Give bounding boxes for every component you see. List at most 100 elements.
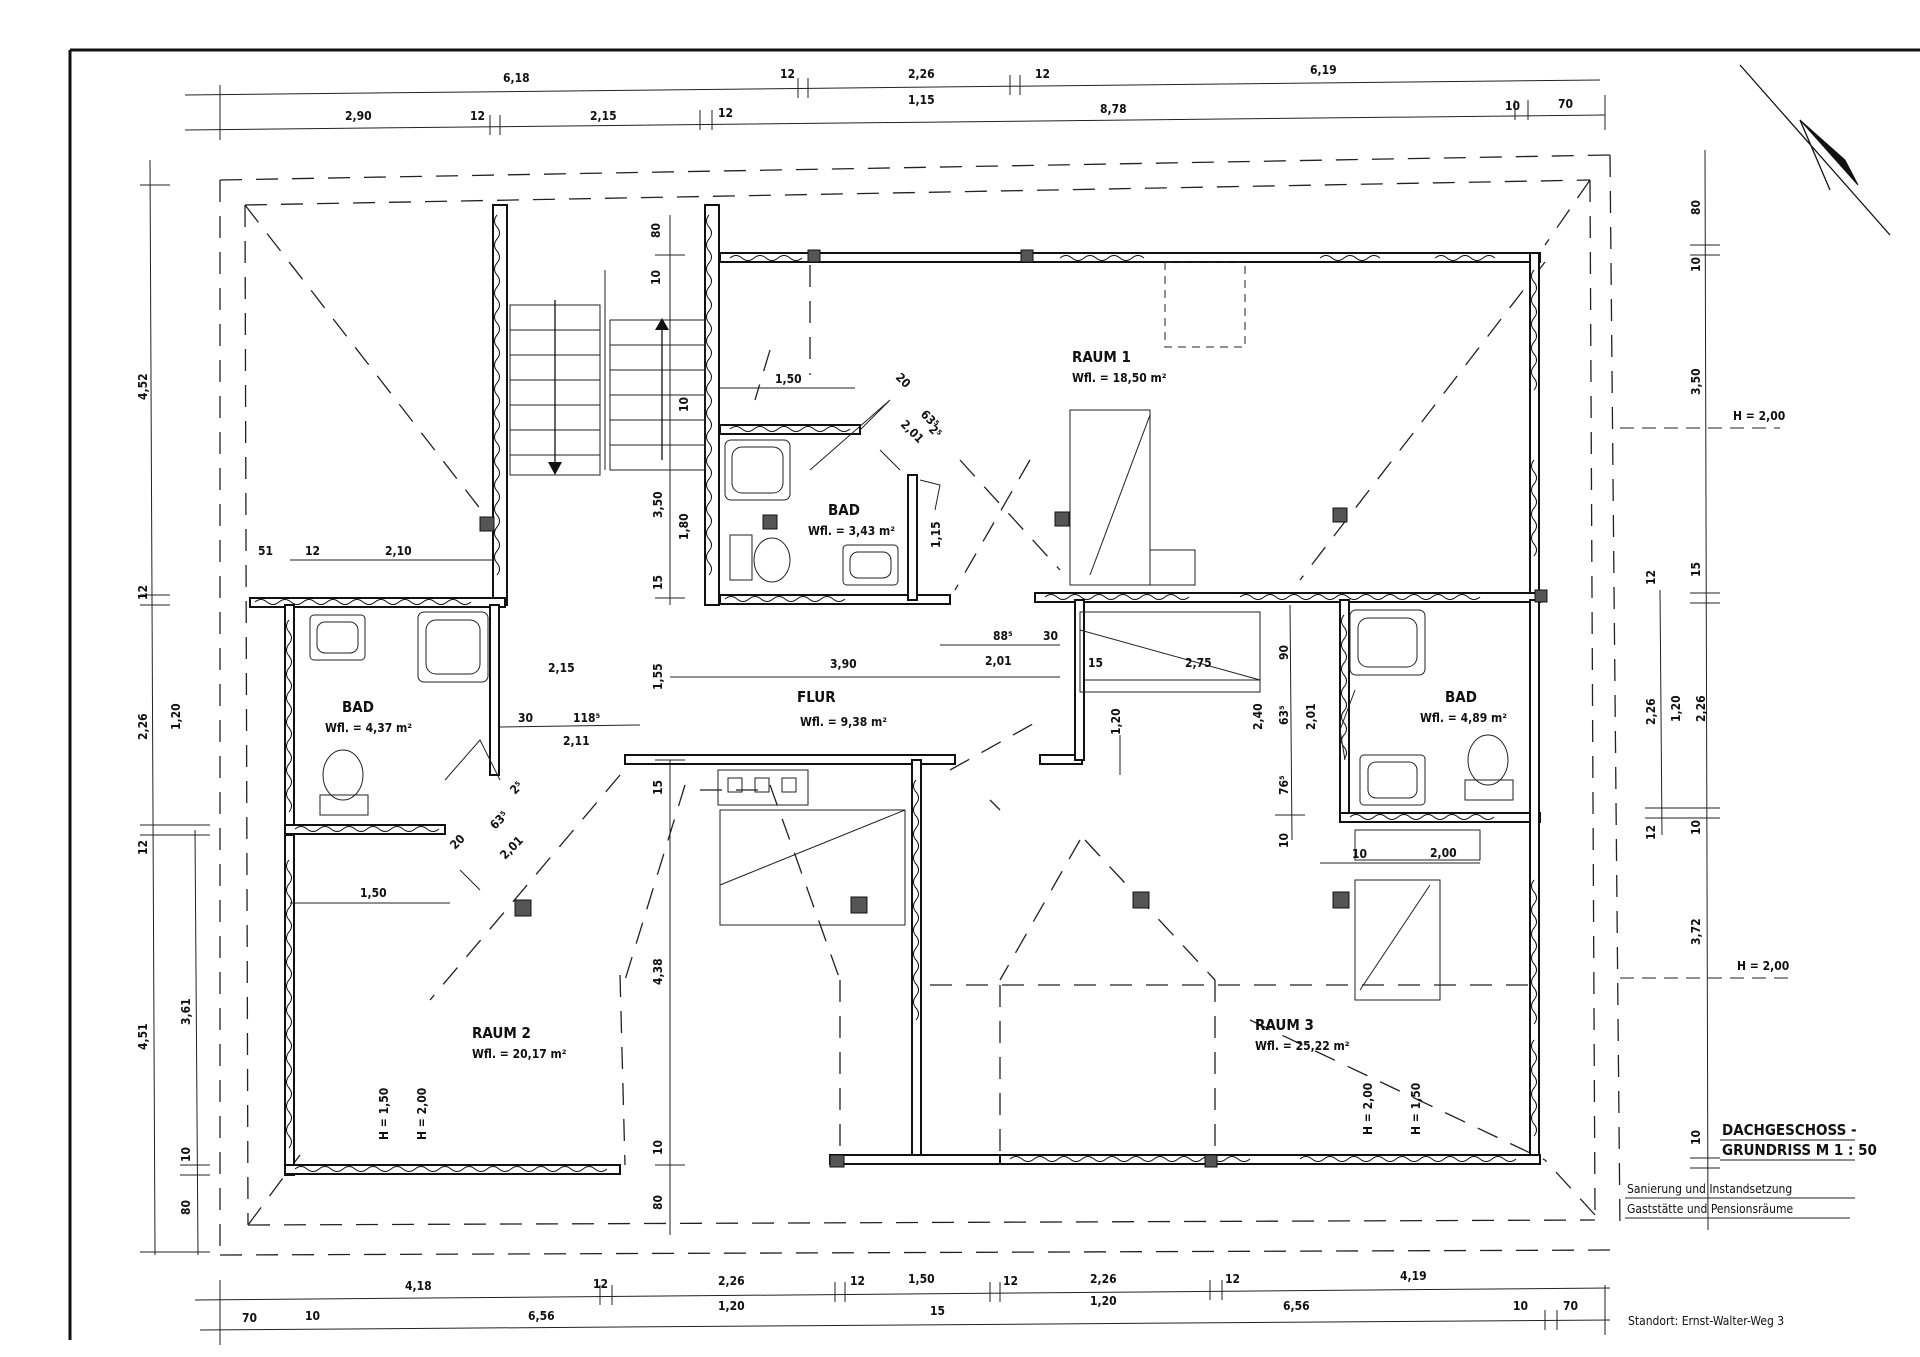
dim-text: 63⁵ — [487, 808, 511, 832]
dim-text: 12 — [136, 840, 150, 855]
dim-text: 80 — [651, 1195, 665, 1210]
dim-text: 10 — [179, 1147, 193, 1162]
dim-text: 3,72 — [1689, 918, 1703, 945]
staircase — [509, 270, 706, 476]
dim-text: 1,80 — [677, 513, 691, 540]
dim-text: 4,19 — [1400, 1269, 1427, 1283]
dim-text: 20 — [447, 832, 468, 853]
dimension-lines — [140, 75, 1790, 1345]
dim-text: 2,90 — [345, 109, 372, 123]
dim-text: 1,15 — [908, 93, 935, 107]
dim-text: 10 — [1352, 847, 1367, 861]
dim-text: 6,56 — [528, 1309, 555, 1323]
dim-text: 2,10 — [385, 544, 412, 558]
dim-text: 12 — [305, 544, 320, 558]
dim-text: 2,26 — [908, 67, 935, 81]
room-name-raum1: RAUM 1 — [1072, 348, 1131, 366]
dim-text: 2,26 — [1694, 695, 1708, 722]
walls — [249, 204, 1541, 1176]
dim-text: 1,20 — [718, 1299, 745, 1313]
dimensions-top: 6,18 12 2,26 12 6,19 2,90 12 2,15 12 1,1… — [345, 63, 1573, 123]
dim-text: 1,50 — [360, 886, 387, 900]
dim-text: 2,01 — [497, 833, 526, 862]
dim-text: 15 — [651, 575, 665, 590]
drawing-scale: GRUNDRISS M 1 : 50 — [1722, 1141, 1877, 1159]
dim-text: 1,20 — [1669, 695, 1683, 722]
room-area-raum1: Wfl. = 18,50 m² — [1072, 371, 1167, 385]
dim-text: 76⁵ — [1277, 775, 1291, 795]
dim-text: 80 — [649, 223, 663, 238]
dim-text: 80 — [179, 1200, 193, 1215]
sanitary-fixtures — [309, 439, 1514, 926]
dim-text: 30 — [518, 711, 533, 725]
location-text: Standort: Ernst-Walter-Weg 3 — [1628, 1314, 1784, 1328]
dim-text: 12 — [136, 585, 150, 600]
dim-text: 1,20 — [169, 703, 183, 730]
room-area-flur: Wfl. = 9,38 m² — [800, 715, 887, 729]
dim-text: 3,50 — [1689, 368, 1703, 395]
dim-text: 2,26 — [1090, 1272, 1117, 1286]
dim-text: 8,78 — [1100, 102, 1127, 116]
height-label: H = 2,00 — [1361, 1083, 1375, 1135]
dim-text: 10 — [1689, 1130, 1703, 1145]
dim-text: 1,50 — [775, 372, 802, 386]
dim-text: 10 — [1513, 1299, 1528, 1313]
dim-text: 70 — [1563, 1299, 1578, 1313]
room-labels: RAUM 1 Wfl. = 18,50 m² BAD Wfl. = 3,43 m… — [325, 348, 1507, 1061]
project-line-2: Gaststätte und Pensionsräume — [1627, 1202, 1793, 1216]
dimensions-left: 4,52 12 2,26 1,20 12 4,51 3,61 10 80 — [136, 373, 193, 1215]
dim-text: 2⁵ — [507, 778, 526, 797]
dim-text: 12 — [1035, 67, 1050, 81]
dim-text: 12 — [1225, 1272, 1240, 1286]
height-label: H = 1,50 — [377, 1088, 391, 1140]
dim-text: 51 — [258, 544, 273, 558]
project-line-1: Sanierung und Instandsetzung — [1627, 1182, 1792, 1196]
dim-text: 10 — [1277, 833, 1291, 848]
dim-text: 1,55 — [651, 663, 665, 690]
dim-text: 4,52 — [136, 373, 150, 400]
dim-text: 2,15 — [548, 661, 575, 675]
dim-text: 3,50 — [651, 491, 665, 518]
room-name-bad-right: BAD — [1445, 688, 1477, 706]
dim-text: 90 — [1277, 645, 1291, 660]
dim-text: 2,26 — [136, 713, 150, 740]
dim-text: 2,26 — [1644, 698, 1658, 725]
dimensions-bottom: 4,18 12 2,26 12 1,50 12 2,26 12 4,19 70 … — [242, 1269, 1578, 1325]
dim-text: 6,19 — [1310, 63, 1337, 77]
room-area-raum2: Wfl. = 20,17 m² — [472, 1047, 567, 1061]
dim-text: 12 — [780, 67, 795, 81]
north-arrow-icon — [1739, 64, 1891, 236]
room-name-raum3: RAUM 3 — [1255, 1016, 1314, 1034]
dim-text: 2,40 — [1251, 703, 1265, 730]
room-name-bad-top: BAD — [828, 501, 860, 519]
wall-insulation-hatching — [254, 214, 1537, 1172]
dim-text: 2,26 — [718, 1274, 745, 1288]
sheet-frame — [68, 48, 1920, 1340]
dim-text: 12 — [718, 106, 733, 120]
room-name-raum2: RAUM 2 — [472, 1024, 531, 1042]
dim-text: 10 — [1689, 257, 1703, 272]
room-area-bad-right: Wfl. = 4,89 m² — [1420, 711, 1507, 725]
dim-text: 1,50 — [908, 1272, 935, 1286]
dim-text: 4,18 — [405, 1279, 432, 1293]
dim-text: 15 — [1689, 562, 1703, 577]
dim-text: 4,51 — [136, 1023, 150, 1050]
dim-text: 15 — [1088, 656, 1103, 670]
dim-text: 2,01 — [1304, 703, 1318, 730]
height-label: H = 2,00 — [1733, 409, 1785, 423]
door-swings — [444, 399, 1356, 781]
dim-text: 10 — [305, 1309, 320, 1323]
dim-text: 1,20 — [1109, 708, 1123, 735]
dim-text: 10 — [677, 397, 691, 412]
dim-text: 2,15 — [590, 109, 617, 123]
dim-text: 10 — [651, 1140, 665, 1155]
roof-outline — [219, 154, 1621, 1256]
dim-text: 80 — [1689, 200, 1703, 215]
dim-text: 12 — [850, 1274, 865, 1288]
room-name-bad-left: BAD — [342, 698, 374, 716]
dim-text: 15 — [930, 1304, 945, 1318]
dim-text: 12 — [1644, 570, 1658, 585]
title-block: DACHGESCHOSS - GRUNDRISS M 1 : 50 Sanier… — [1625, 1121, 1877, 1328]
dim-text: 15 — [651, 780, 665, 795]
